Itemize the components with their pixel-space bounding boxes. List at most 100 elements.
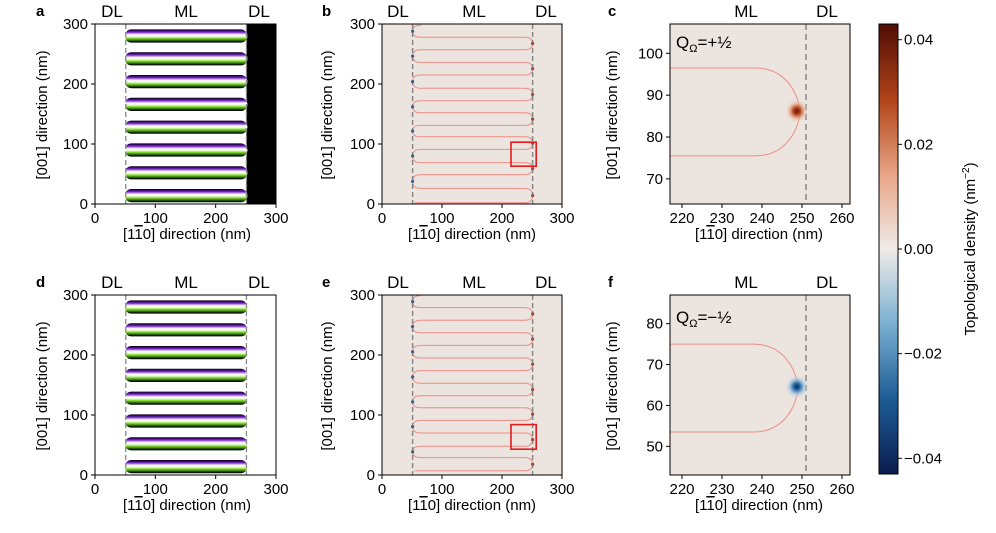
region-label: DL [816, 2, 838, 21]
plot-frame [94, 23, 277, 205]
topological-charge-label: QΩ=−½ [676, 308, 732, 330]
region-label: ML [174, 273, 198, 292]
plot-frame [381, 294, 563, 476]
panel-f-content [670, 295, 809, 475]
region-label: DL [535, 2, 557, 21]
domain-stripe [124, 52, 248, 66]
defect-dot [411, 80, 415, 84]
x-tick-label: 240 [749, 210, 774, 227]
y-axis-label: [001] direction (nm) [34, 321, 51, 450]
x-tick-label: 250 [789, 210, 814, 227]
defect-dot [411, 450, 415, 454]
y-tick-label: 70 [646, 171, 663, 188]
y-axis-label: [001] direction (nm) [319, 321, 336, 450]
y-tick-label: 0 [367, 467, 375, 484]
defect-dot [531, 92, 535, 97]
y-axis-label: [001] direction (nm) [34, 50, 51, 179]
x-tick-label: 0 [378, 210, 386, 227]
x-axis-label: [110] direction (nm) [408, 226, 536, 243]
y-tick-label: 100 [63, 407, 88, 424]
region-label: ML [734, 273, 758, 292]
x-axis-label: [110] direction (nm) [695, 226, 823, 243]
x-tick-label: 220 [669, 210, 694, 227]
highlight-box [510, 141, 538, 167]
plot-frame [669, 294, 851, 476]
colorbar-label: Topological density (nm−2) [961, 162, 979, 335]
x-tick-label: 220 [669, 481, 694, 498]
defect-dot [411, 324, 415, 329]
defect-dot [411, 154, 415, 158]
domain-stripe [124, 346, 248, 360]
defect-dot [531, 438, 535, 442]
region-label: ML [734, 2, 758, 21]
colorbar-tick-label: −0.04 [904, 450, 942, 467]
panel-d-content [124, 295, 248, 475]
defect-dot [531, 167, 535, 171]
panel-letter-a: a [36, 3, 45, 20]
x-tick-label: 300 [263, 210, 288, 227]
x-axis-label: [110] direction (nm) [123, 497, 251, 514]
y-axis-label: [001] direction (nm) [319, 50, 336, 179]
x-tick-label: 200 [203, 481, 228, 498]
y-tick-label: 90 [646, 87, 663, 104]
contour-line [412, 24, 534, 204]
highlight-box [510, 423, 538, 451]
y-tick-label: 300 [350, 287, 375, 304]
defect-dot [411, 375, 415, 379]
y-tick-label: 80 [646, 129, 663, 146]
y-tick-label: 100 [350, 136, 375, 153]
y-tick-label: 300 [63, 16, 88, 33]
domain-stripe [124, 368, 248, 382]
region-label: ML [174, 2, 198, 21]
region-label: DL [387, 273, 409, 292]
x-axis-label: [110] direction (nm) [695, 497, 823, 514]
region-label: ML [462, 2, 486, 21]
plot-frame [381, 23, 563, 205]
y-tick-label: 100 [350, 407, 375, 424]
region-label: DL [387, 2, 409, 21]
defect-dot [411, 179, 415, 184]
x-tick-label: 100 [429, 210, 454, 227]
panel-c-content [670, 24, 809, 204]
plot-frame [94, 294, 277, 476]
x-tick-label: 100 [429, 481, 454, 498]
y-tick-label: 300 [350, 16, 375, 33]
y-tick-label: 50 [646, 438, 663, 455]
x-tick-label: 0 [91, 481, 99, 498]
panel-letter-e: e [322, 274, 330, 291]
x-tick-label: 240 [749, 481, 774, 498]
domain-stripe [124, 166, 248, 180]
y-axis-label: [001] direction (nm) [604, 50, 621, 179]
defect-dot [531, 67, 535, 71]
region-label: DL [248, 273, 270, 292]
region-label: DL [535, 273, 557, 292]
defect-dot [411, 105, 415, 109]
x-tick-label: 300 [263, 481, 288, 498]
domain-stripe [124, 97, 248, 111]
dl-dark-region [246, 24, 276, 204]
defect-dot [531, 41, 535, 46]
region-label: DL [816, 273, 838, 292]
topological-charge-label: QΩ=+½ [676, 33, 732, 55]
defect-dot [531, 387, 535, 392]
domain-stripe [124, 323, 248, 337]
domain-stripe [124, 75, 248, 89]
x-tick-label: 100 [143, 210, 168, 227]
x-tick-label: 230 [709, 481, 734, 498]
domain-stripe [124, 120, 248, 134]
region-label: DL [101, 2, 123, 21]
plot-background [382, 295, 562, 475]
panel-letter-b: b [322, 3, 331, 20]
defect-dot [531, 337, 535, 341]
y-tick-label: 100 [63, 136, 88, 153]
x-tick-label: 250 [789, 481, 814, 498]
